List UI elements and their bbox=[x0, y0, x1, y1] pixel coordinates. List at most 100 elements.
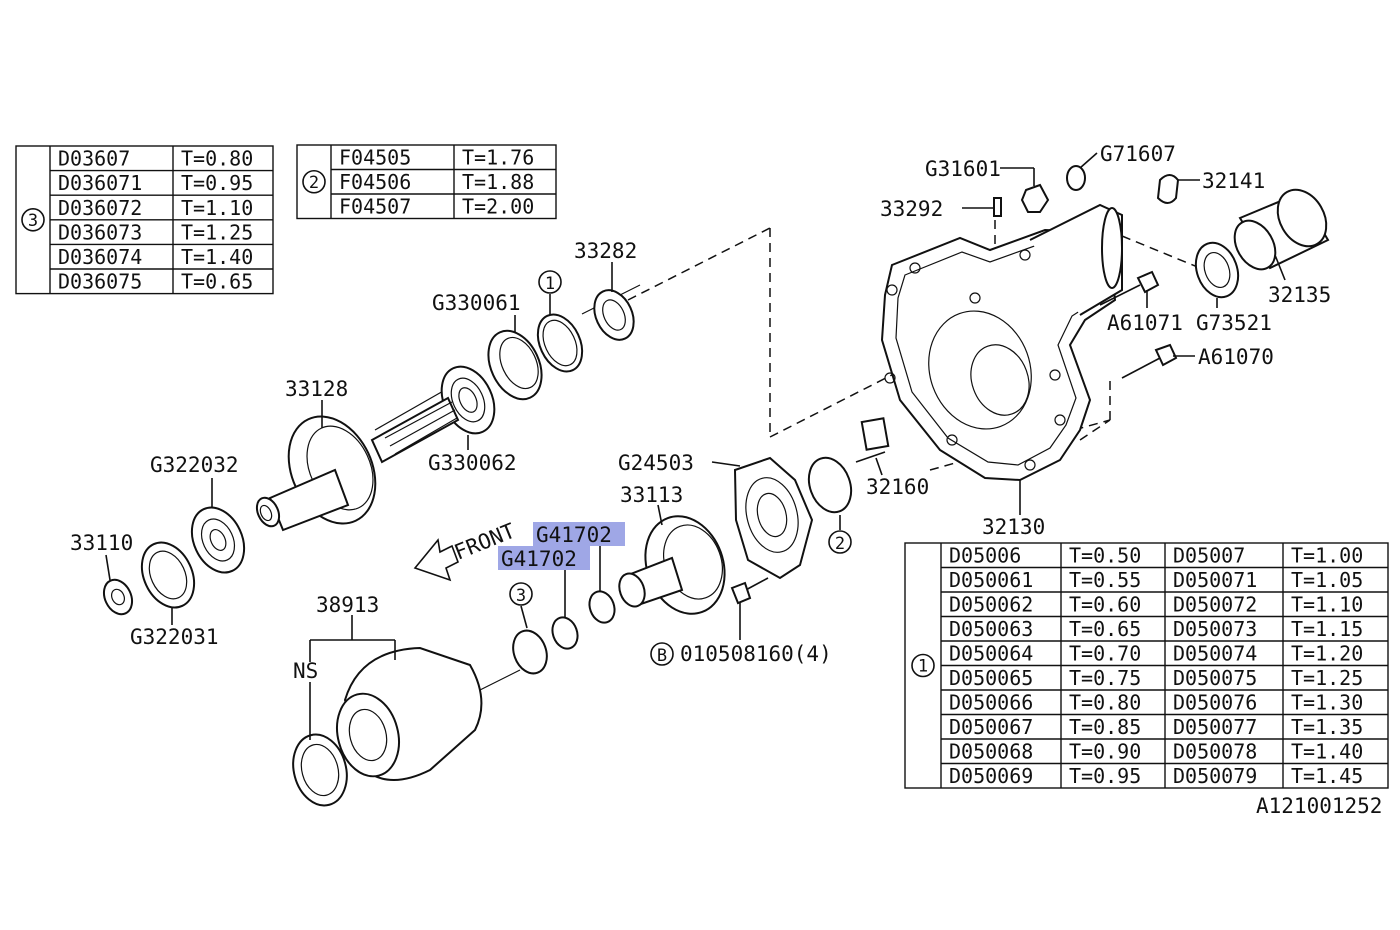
cover-32135 bbox=[1233, 188, 1330, 271]
table1-cell: D050062 bbox=[949, 593, 1033, 617]
table1-cell: D050063 bbox=[949, 617, 1033, 641]
table1-cell: T=0.90 bbox=[1069, 740, 1141, 764]
table1-marker: 1 bbox=[918, 657, 928, 677]
table3-cell: D036075 bbox=[58, 270, 142, 294]
table1-cell: D05007 bbox=[1173, 544, 1245, 568]
table3-cell: T=1.40 bbox=[181, 245, 253, 269]
shaft-assembly bbox=[102, 284, 641, 616]
needle-bearing-a bbox=[588, 590, 616, 624]
shaft-33128 bbox=[255, 396, 460, 532]
table1-cell: D050072 bbox=[1173, 593, 1257, 617]
table2-border bbox=[296, 144, 557, 220]
table3-cell: T=0.65 bbox=[181, 270, 253, 294]
table1-cell: D050078 bbox=[1173, 740, 1257, 764]
part-labels: G31601 G71607 32141 33292 32135 A61071 G… bbox=[70, 142, 1382, 818]
table1-cell: T=1.00 bbox=[1291, 544, 1363, 568]
table2-cell: F04505 bbox=[339, 146, 411, 170]
ref-markers: 1 2 3 B bbox=[509, 270, 852, 666]
pin-33292 bbox=[993, 197, 1002, 217]
table1-cell: D050066 bbox=[949, 691, 1033, 715]
label-g41702-a: G41702 bbox=[536, 523, 612, 547]
label-38913: 38913 bbox=[316, 593, 379, 617]
bearing-g73521 bbox=[1194, 241, 1240, 299]
bolt-a61070 bbox=[1121, 343, 1178, 379]
table3-cell: T=0.95 bbox=[181, 171, 253, 195]
table1-cell: D050077 bbox=[1173, 715, 1257, 739]
label-g31601: G31601 bbox=[925, 157, 1001, 181]
label-g24503: G24503 bbox=[618, 451, 694, 475]
table1-cell: D050067 bbox=[949, 715, 1033, 739]
table1-cell: T=1.30 bbox=[1291, 691, 1363, 715]
table1-cell: D050073 bbox=[1173, 617, 1257, 641]
table3-cell: T=1.10 bbox=[181, 196, 253, 220]
table1-cell: D050068 bbox=[949, 740, 1033, 764]
table1-cell: T=0.50 bbox=[1069, 544, 1141, 568]
table1-cell: T=0.75 bbox=[1069, 666, 1141, 690]
table1-cell: T=1.05 bbox=[1291, 568, 1363, 592]
label-a61070: A61070 bbox=[1198, 345, 1274, 369]
table1-cell: D05006 bbox=[949, 544, 1021, 568]
label-a61071: A61071 bbox=[1107, 311, 1183, 335]
label-g71607: G71607 bbox=[1100, 142, 1176, 166]
nut-33110 bbox=[102, 578, 134, 616]
table3-cell: D03607 bbox=[58, 147, 130, 171]
ref-marker-2: 2 bbox=[835, 534, 845, 554]
table1-cell: T=1.35 bbox=[1291, 715, 1363, 739]
table1-cell: T=0.60 bbox=[1069, 593, 1141, 617]
label-32130: 32130 bbox=[982, 515, 1045, 539]
label-33128: 33128 bbox=[285, 377, 348, 401]
table2-cell: T=2.00 bbox=[462, 195, 534, 219]
leader-lines bbox=[105, 152, 1286, 740]
table3-cell: T=1.25 bbox=[181, 220, 253, 244]
label-g322032: G322032 bbox=[150, 453, 239, 477]
table3-cell: D036073 bbox=[58, 220, 142, 244]
shim-ring-1 bbox=[536, 313, 584, 373]
label-33282: 33282 bbox=[574, 239, 637, 263]
label-g41702-b: G41702 bbox=[501, 547, 577, 571]
label-bolt-b: 010508160(4) bbox=[680, 642, 832, 666]
boot-38913 bbox=[336, 646, 521, 781]
seal-g31601 bbox=[1020, 183, 1050, 213]
table1-cell: T=1.20 bbox=[1291, 642, 1363, 666]
bolt-a61071 bbox=[1099, 270, 1160, 306]
needle-bearing-b bbox=[551, 616, 579, 650]
label-33113: 33113 bbox=[620, 483, 683, 507]
retainer-g24503 bbox=[733, 456, 814, 580]
label-g73521: G73521 bbox=[1196, 311, 1272, 335]
bolt-b bbox=[730, 577, 769, 605]
transfer-housing-32130 bbox=[880, 203, 1123, 482]
gasket-32141 bbox=[1156, 174, 1180, 204]
table1-cell: T=1.15 bbox=[1291, 617, 1363, 641]
highlight-g41702-a bbox=[533, 522, 625, 546]
table1-cell: D050074 bbox=[1173, 642, 1257, 666]
table2-cell: F04507 bbox=[339, 195, 411, 219]
table2-cell: T=1.88 bbox=[462, 170, 534, 194]
table1-cell: T=0.70 bbox=[1069, 642, 1141, 666]
gear-33113 bbox=[618, 515, 726, 615]
table2-cell: T=1.76 bbox=[462, 146, 534, 170]
label-33292: 33292 bbox=[880, 197, 943, 221]
table1-cell: T=0.80 bbox=[1069, 691, 1141, 715]
table1-cell: T=0.65 bbox=[1069, 617, 1141, 641]
figure-code: A121001252 bbox=[1256, 794, 1382, 818]
table1-cell: D050079 bbox=[1173, 764, 1257, 788]
table3-cell: D036074 bbox=[58, 245, 142, 269]
table3-cell: T=0.80 bbox=[181, 147, 253, 171]
table1-cell: D050071 bbox=[1173, 568, 1257, 592]
label-g330061: G330061 bbox=[432, 291, 521, 315]
label-33110: 33110 bbox=[70, 531, 133, 555]
front-arrow-icon bbox=[413, 538, 460, 582]
table3-cell: D036072 bbox=[58, 196, 142, 220]
ref-marker-b: B bbox=[657, 646, 667, 666]
label-32135: 32135 bbox=[1268, 283, 1331, 307]
table1-cell: T=1.10 bbox=[1291, 593, 1363, 617]
oring-g71607 bbox=[1066, 165, 1086, 191]
table1-cell: T=1.40 bbox=[1291, 740, 1363, 764]
table1-cell: D050064 bbox=[949, 642, 1033, 666]
table1-cell: T=0.85 bbox=[1069, 715, 1141, 739]
bracket-32160 bbox=[855, 417, 890, 463]
snap-ring-2 bbox=[807, 456, 853, 514]
